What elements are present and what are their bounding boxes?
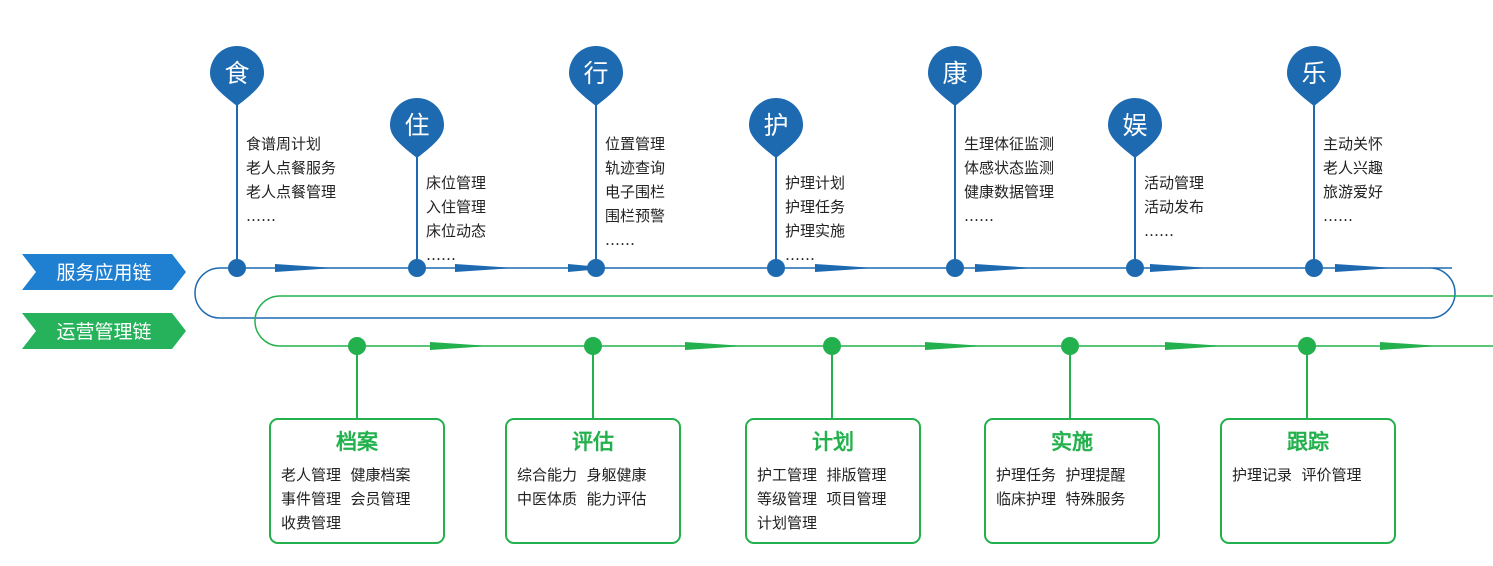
service-node-housing-item-4: …… <box>426 246 456 264</box>
service-node-care-item-2: 护理任务 <box>785 198 845 216</box>
service-node-joy-item-4: …… <box>1323 207 1353 225</box>
service-nodes: 食 食谱周计划 老人点餐服务 老人点餐管理 …… 住 床位管理 入住管理 床位动… <box>210 46 1383 277</box>
service-node-housing-item-1: 床位管理 <box>426 174 486 192</box>
service-node-food-label: 食 <box>224 59 249 88</box>
ops-node-tracking: 跟踪 护理记录 评价管理 <box>1220 337 1396 544</box>
service-node-joy-item-3: 旅游爱好 <box>1323 183 1383 201</box>
service-node-joy-item-2: 老人兴趣 <box>1323 159 1383 177</box>
service-node-recreation-item-3: …… <box>1144 222 1174 240</box>
service-node-care-label: 护 <box>763 111 788 140</box>
ops-nodes: 档案 老人管理 健康档案 事件管理 会员管理 收费管理 评估 综合能力 身躯健康… <box>269 337 1396 544</box>
service-node-health: 康 生理体征监测 体感状态监测 健康数据管理 …… <box>928 46 1054 277</box>
ops-chain-label: 运营管理链 <box>56 321 151 343</box>
service-node-recreation-label: 娱 <box>1122 111 1147 140</box>
service-node-food-item-1: 食谱周计划 <box>246 135 321 153</box>
service-node-food: 食 食谱周计划 老人点餐服务 老人点餐管理 …… <box>210 46 336 277</box>
ops-flow-arrows <box>430 342 1440 350</box>
ops-node-archive-line-2: 事件管理 会员管理 <box>281 490 411 508</box>
ops-node-plan-title: 计划 <box>812 430 854 454</box>
service-node-health-item-2: 体感状态监测 <box>964 159 1054 177</box>
service-node-health-label: 康 <box>942 59 967 88</box>
service-node-care-item-1: 护理计划 <box>785 174 845 192</box>
service-node-health-item-1: 生理体征监测 <box>964 135 1054 153</box>
service-node-travel-label: 行 <box>583 59 608 88</box>
ops-node-archive-title: 档案 <box>336 430 379 454</box>
ops-node-archive: 档案 老人管理 健康档案 事件管理 会员管理 收费管理 <box>269 337 445 544</box>
ops-node-assessment: 评估 综合能力 身躯健康 中医体质 能力评估 <box>505 337 681 544</box>
ops-node-archive-line-3: 收费管理 <box>281 514 341 532</box>
service-node-care-item-3: 护理实施 <box>785 222 845 240</box>
service-node-health-item-4: …… <box>964 207 994 225</box>
service-node-recreation-item-2: 活动发布 <box>1144 198 1204 216</box>
service-flow-arrows <box>275 264 1395 272</box>
service-node-care: 护 护理计划 护理任务 护理实施 …… <box>749 98 845 277</box>
service-node-food-item-2: 老人点餐服务 <box>246 159 336 177</box>
service-node-housing: 住 床位管理 入住管理 床位动态 …… <box>390 98 486 277</box>
ops-node-plan: 计划 护工管理 排版管理 等级管理 项目管理 计划管理 <box>745 337 921 544</box>
ops-node-implementation-line-2: 临床护理 特殊服务 <box>996 490 1126 508</box>
service-node-travel-item-2: 轨迹查询 <box>605 159 665 177</box>
ops-node-plan-line-2: 等级管理 项目管理 <box>757 490 887 508</box>
service-node-housing-label: 住 <box>404 111 429 140</box>
ops-chain-banner: 运营管理链 <box>22 313 186 349</box>
service-node-food-item-3: 老人点餐管理 <box>246 183 336 201</box>
service-node-travel-item-5: …… <box>605 231 635 249</box>
service-node-travel-item-1: 位置管理 <box>605 135 665 153</box>
service-node-health-item-3: 健康数据管理 <box>964 183 1054 201</box>
ops-node-plan-line-3: 计划管理 <box>757 514 817 532</box>
service-node-food-item-4: …… <box>246 207 276 225</box>
ops-node-implementation-line-1: 护理任务 护理提醒 <box>996 466 1126 484</box>
service-node-housing-item-2: 入住管理 <box>426 198 486 216</box>
service-node-recreation-item-1: 活动管理 <box>1144 174 1204 192</box>
service-node-care-item-4: …… <box>785 246 815 264</box>
service-node-joy-label: 乐 <box>1301 59 1326 88</box>
ops-node-assessment-line-1: 综合能力 身躯健康 <box>517 466 647 484</box>
service-node-travel-item-3: 电子围栏 <box>605 183 665 201</box>
ops-node-tracking-line-1: 护理记录 评价管理 <box>1232 466 1362 484</box>
service-chain-label: 服务应用链 <box>56 262 151 284</box>
ops-node-tracking-title: 跟踪 <box>1287 430 1329 454</box>
service-node-joy-item-1: 主动关怀 <box>1323 135 1383 153</box>
ops-node-implementation: 实施 护理任务 护理提醒 临床护理 特殊服务 <box>984 337 1160 544</box>
service-node-joy: 乐 主动关怀 老人兴趣 旅游爱好 …… <box>1287 46 1383 277</box>
service-chain-banner: 服务应用链 <box>22 254 186 290</box>
ops-chain-track <box>254 295 1493 347</box>
ops-node-archive-line-1: 老人管理 健康档案 <box>281 466 411 484</box>
service-node-travel-item-4: 围栏预警 <box>605 207 665 225</box>
service-node-housing-item-3: 床位动态 <box>426 222 486 240</box>
service-node-travel: 行 位置管理 轨迹查询 电子围栏 围栏预警 …… <box>569 46 665 277</box>
service-node-recreation: 娱 活动管理 活动发布 …… <box>1108 98 1204 277</box>
ops-node-implementation-title: 实施 <box>1051 430 1093 454</box>
ops-node-plan-line-1: 护工管理 排版管理 <box>757 466 887 484</box>
service-chain-track <box>194 267 1456 319</box>
ops-node-assessment-title: 评估 <box>572 430 614 454</box>
ops-node-assessment-line-2: 中医体质 能力评估 <box>517 490 647 508</box>
